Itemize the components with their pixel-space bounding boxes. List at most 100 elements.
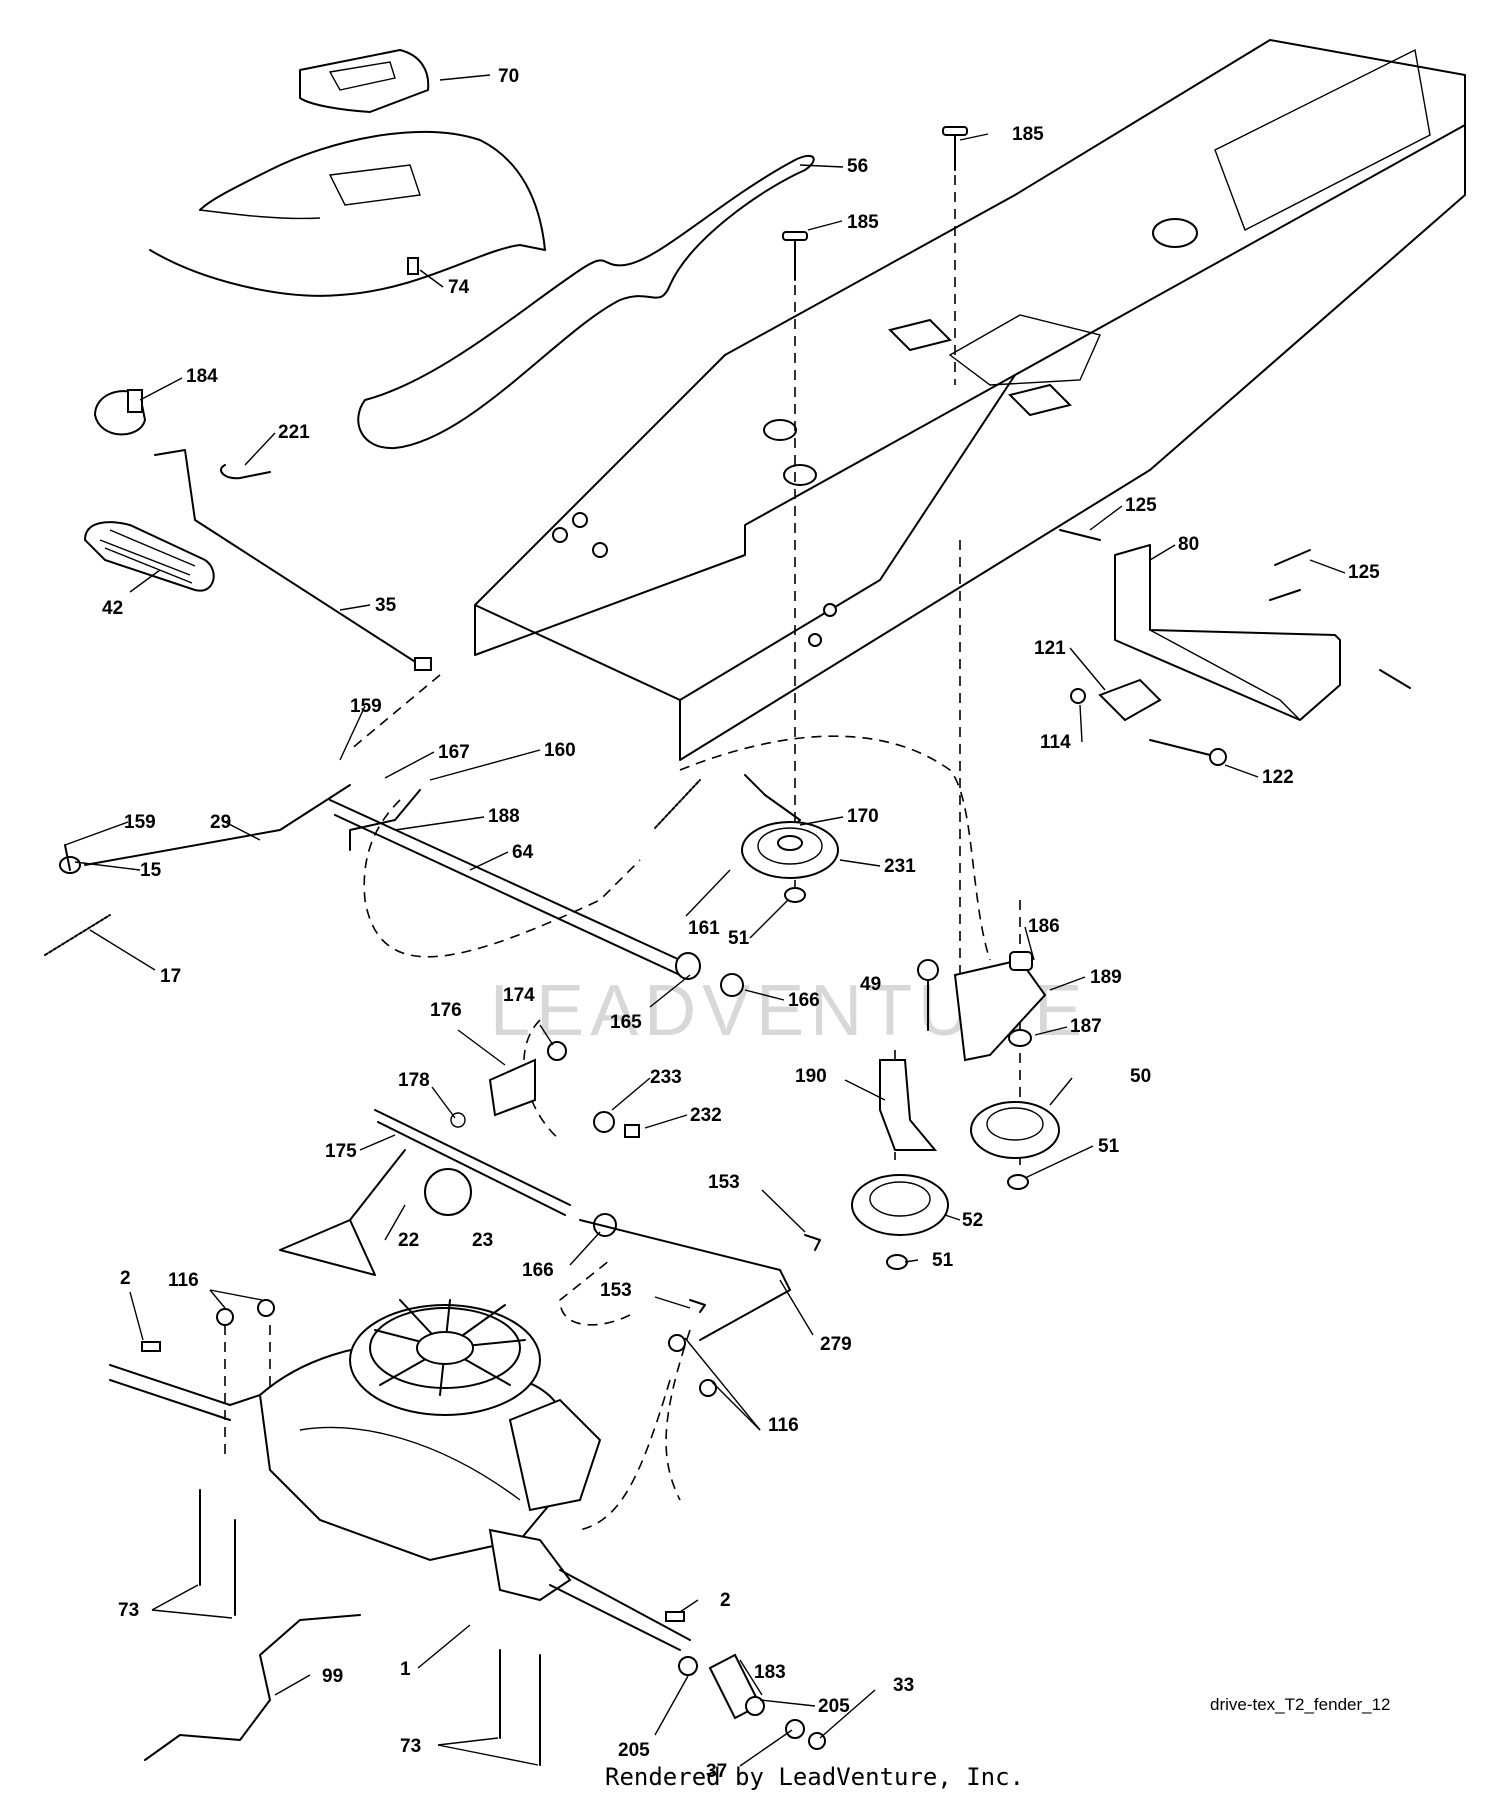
part-70-console — [299, 49, 430, 113]
callout-190: 190 — [795, 1066, 827, 1087]
part-221-clip — [220, 464, 271, 480]
part-64-rod — [329, 799, 701, 980]
part-184-knob — [93, 389, 147, 436]
part-231-pulley — [741, 821, 839, 903]
callout-125: 125 — [1125, 495, 1157, 516]
part-205-washers — [678, 1656, 765, 1716]
callout-174: 174 — [503, 985, 535, 1006]
callout-166: 166 — [788, 990, 820, 1011]
callout-122: 122 — [1262, 767, 1294, 788]
callout-159: 159 — [124, 812, 156, 833]
callout-153: 153 — [708, 1172, 740, 1193]
part-187-washer — [1008, 1029, 1032, 1047]
callout-50: 50 — [1130, 1066, 1151, 1087]
part-166b-washer — [593, 1213, 617, 1237]
part-122-bolt — [1149, 739, 1227, 766]
callout-175: 175 — [325, 1141, 357, 1162]
part-125-bolts — [1059, 529, 1411, 689]
callout-189: 189 — [1090, 967, 1122, 988]
callout-35: 35 — [375, 595, 397, 616]
part-190-bracket — [879, 1059, 938, 1151]
mount-route — [224, 1325, 671, 1531]
part-176-bracket — [488, 1058, 536, 1117]
callout-51: 51 — [932, 1250, 954, 1271]
rod-route — [523, 1019, 691, 1501]
callout-73: 73 — [400, 1736, 421, 1757]
callout-159: 159 — [350, 696, 382, 717]
callout-99: 99 — [322, 1666, 343, 1687]
callout-37: 37 — [706, 1761, 727, 1782]
callout-23: 23 — [472, 1230, 493, 1251]
callout-29: 29 — [210, 812, 231, 833]
callout-74: 74 — [448, 277, 470, 298]
callout-153: 153 — [600, 1280, 632, 1301]
part-186-spacer — [1009, 951, 1033, 971]
part-52-pulley — [851, 1174, 949, 1270]
callout-221: 221 — [278, 422, 310, 443]
callout-2: 2 — [720, 1590, 731, 1611]
callout-22: 22 — [398, 1230, 419, 1251]
callout-51: 51 — [1098, 1136, 1120, 1157]
callout-52: 52 — [962, 1210, 983, 1231]
part-161-spring — [654, 779, 701, 829]
part-174-nut — [547, 1041, 567, 1061]
callout-33: 33 — [893, 1675, 914, 1696]
callout-56: 56 — [847, 156, 868, 177]
callout-170: 170 — [847, 806, 879, 827]
diagram-reference: drive-tex_T2_fender_12 — [1210, 1695, 1391, 1714]
callout-205: 205 — [818, 1696, 850, 1717]
callout-185: 185 — [847, 212, 879, 233]
callout-125: 125 — [1348, 562, 1380, 583]
leader-lines — [64, 74, 1346, 1767]
part-185-bolts — [782, 126, 968, 281]
callout-176: 176 — [430, 1000, 462, 1021]
callout-232: 232 — [690, 1105, 722, 1126]
part-116-nuts — [216, 1299, 717, 1397]
callout-80: 80 — [1178, 534, 1199, 555]
callout-166: 166 — [522, 1260, 554, 1281]
part-188-link — [349, 789, 421, 851]
frame-rail — [474, 39, 1466, 761]
part-121-plate — [1098, 678, 1162, 722]
callout-116: 116 — [168, 1270, 199, 1291]
callout-49: 49 — [860, 974, 881, 995]
axis-pulley — [894, 540, 1021, 1170]
part-114-nut — [1070, 688, 1086, 704]
callout-2: 2 — [120, 1268, 131, 1289]
part-22-pedal-link — [279, 1149, 406, 1276]
callout-187: 187 — [1070, 1016, 1102, 1037]
callout-185: 185 — [1012, 124, 1044, 145]
callout-186: 186 — [1028, 916, 1060, 937]
cooling-fan — [349, 1299, 541, 1416]
callout-160: 160 — [544, 740, 576, 761]
callout-167: 167 — [438, 742, 470, 763]
callout-116: 116 — [768, 1415, 799, 1436]
callout-184: 184 — [186, 366, 218, 387]
callout-205: 205 — [618, 1740, 650, 1761]
part-99-rod — [144, 1614, 361, 1761]
part-2-keys — [141, 1341, 685, 1622]
part-279-rod — [579, 1219, 791, 1341]
part-17-spring — [44, 914, 111, 956]
render-credit: Rendered by LeadVenture, Inc. — [605, 1763, 1024, 1791]
part-175-shaft — [374, 1109, 571, 1216]
part-73-bolts — [199, 1489, 541, 1766]
callout-114: 114 — [1040, 732, 1071, 753]
callout-165: 165 — [610, 1012, 642, 1033]
callout-64: 64 — [512, 842, 534, 863]
part-233-washer — [593, 1111, 615, 1133]
part-166-washer — [720, 973, 744, 997]
callout-279: 279 — [820, 1334, 852, 1355]
part-178-spring — [450, 1112, 466, 1128]
part-49-bolt — [917, 959, 939, 1031]
callout-233: 233 — [650, 1067, 682, 1088]
part-50-pulley — [970, 1101, 1060, 1190]
callout-161: 161 — [688, 918, 720, 939]
part-37-washer — [785, 1719, 805, 1739]
callout-183: 183 — [754, 1662, 786, 1683]
callout-231: 231 — [884, 856, 916, 877]
callout-42: 42 — [102, 598, 123, 619]
callout-121: 121 — [1034, 638, 1066, 659]
callout-15: 15 — [140, 860, 162, 881]
